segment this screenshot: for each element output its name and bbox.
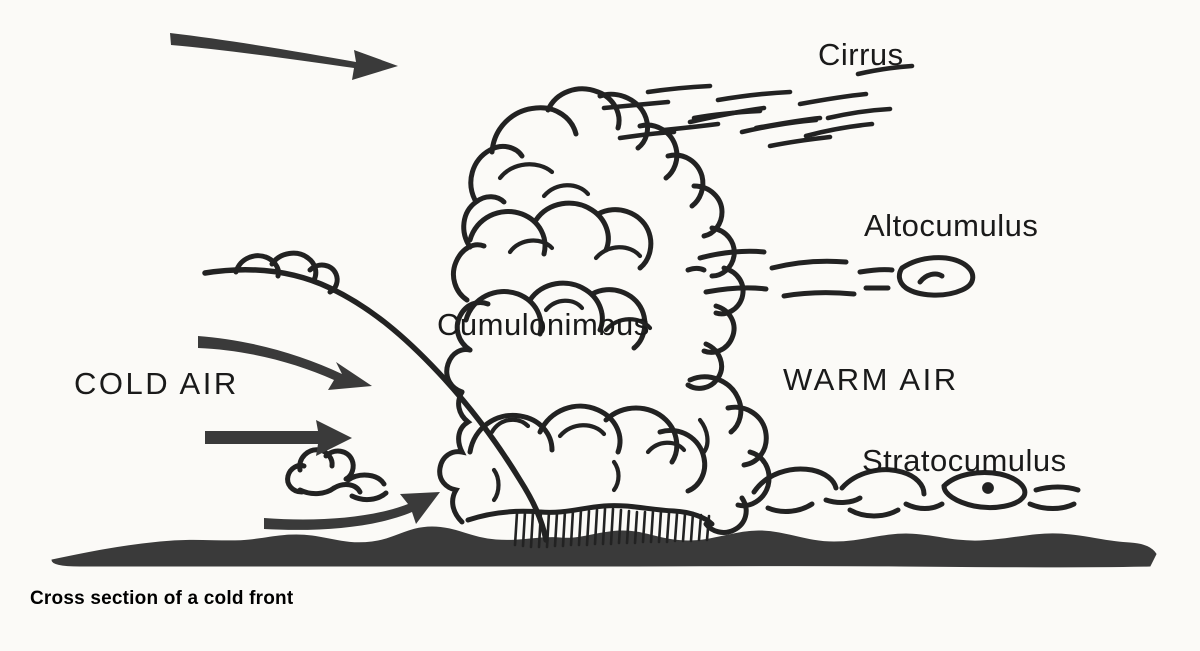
altocumulus-cloudlets <box>685 248 976 299</box>
cumulonimbus-interior-arcs <box>489 162 710 503</box>
front-line-cloud-bumps <box>233 250 340 295</box>
small-cumulus-cloud <box>285 447 389 503</box>
figure-caption: Cross section of a cold front <box>30 588 294 609</box>
cirrus-streaks <box>601 63 915 149</box>
label-cold-air: COLD AIR <box>74 366 239 401</box>
label-warm-air: WARM AIR <box>783 362 959 397</box>
precipitation-hatching <box>513 507 711 549</box>
label-cirrus: Cirrus <box>818 37 904 72</box>
label-stratocumulus: Stratocumulus <box>862 443 1067 478</box>
arrow-upper-wind <box>170 33 398 80</box>
arrow-cold-lower <box>264 492 440 530</box>
cirrus-streaks-right <box>687 105 875 139</box>
arrow-cold-straight <box>205 420 352 456</box>
label-altocumulus: Altocumulus <box>864 208 1039 243</box>
cold-front-boundary <box>202 267 549 543</box>
stratocumulus-cloudlets <box>751 466 1081 519</box>
label-cumulonimbus: Cumulonimbus <box>437 307 650 342</box>
ground-surface <box>51 526 1157 568</box>
cumulonimbus-cloud <box>437 86 772 535</box>
arrow-cold-mid <box>198 336 372 390</box>
